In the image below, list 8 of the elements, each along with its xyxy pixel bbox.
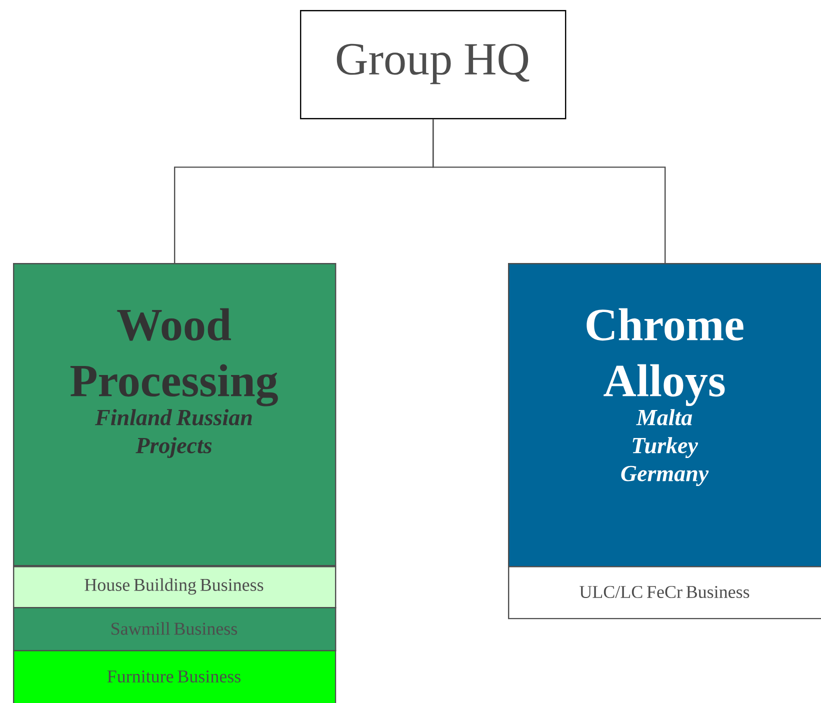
org-box: Wood Processing Finland Russian Projects: [13, 263, 336, 566]
org-box: Furniture Business: [13, 650, 336, 703]
org-box: ULC/LC FeCr Business: [508, 566, 821, 620]
org-box: Chrome Alloys Malta Turkey Germany: [508, 263, 821, 568]
org-box: Sawmill Business: [13, 607, 336, 652]
connector-line: [432, 119, 666, 263]
org-box: Group HQ: [300, 10, 566, 120]
org-box: House Building Business: [13, 566, 336, 608]
